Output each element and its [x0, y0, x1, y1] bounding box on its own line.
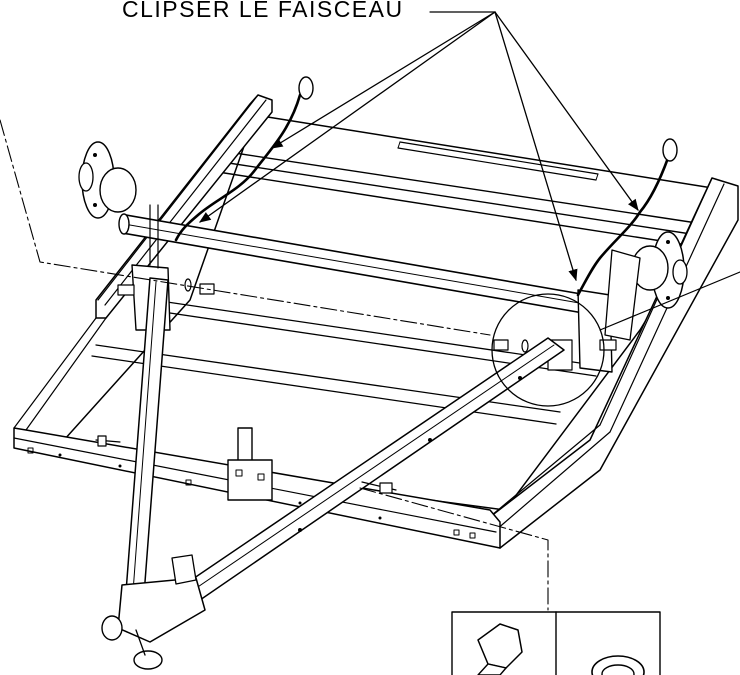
rear-cross-member	[217, 151, 711, 248]
jockey-clamp	[227, 427, 273, 501]
callout-label: CLIPSER LE FAISCEAU	[122, 0, 404, 22]
wiring-harness-left	[174, 76, 314, 242]
centre-lines	[0, 119, 549, 611]
bolt-set-right	[493, 339, 529, 353]
axle-tube	[118, 213, 617, 319]
detail-circle	[491, 271, 740, 407]
right-wheel-hub	[631, 231, 688, 309]
callout-leaders	[199, 11, 639, 282]
detail-inset-box	[451, 611, 661, 675]
coupling-head	[101, 554, 206, 670]
wiring-harness-right	[576, 138, 678, 297]
bolt-set-front	[95, 435, 397, 494]
left-wheel-hub	[78, 141, 137, 219]
